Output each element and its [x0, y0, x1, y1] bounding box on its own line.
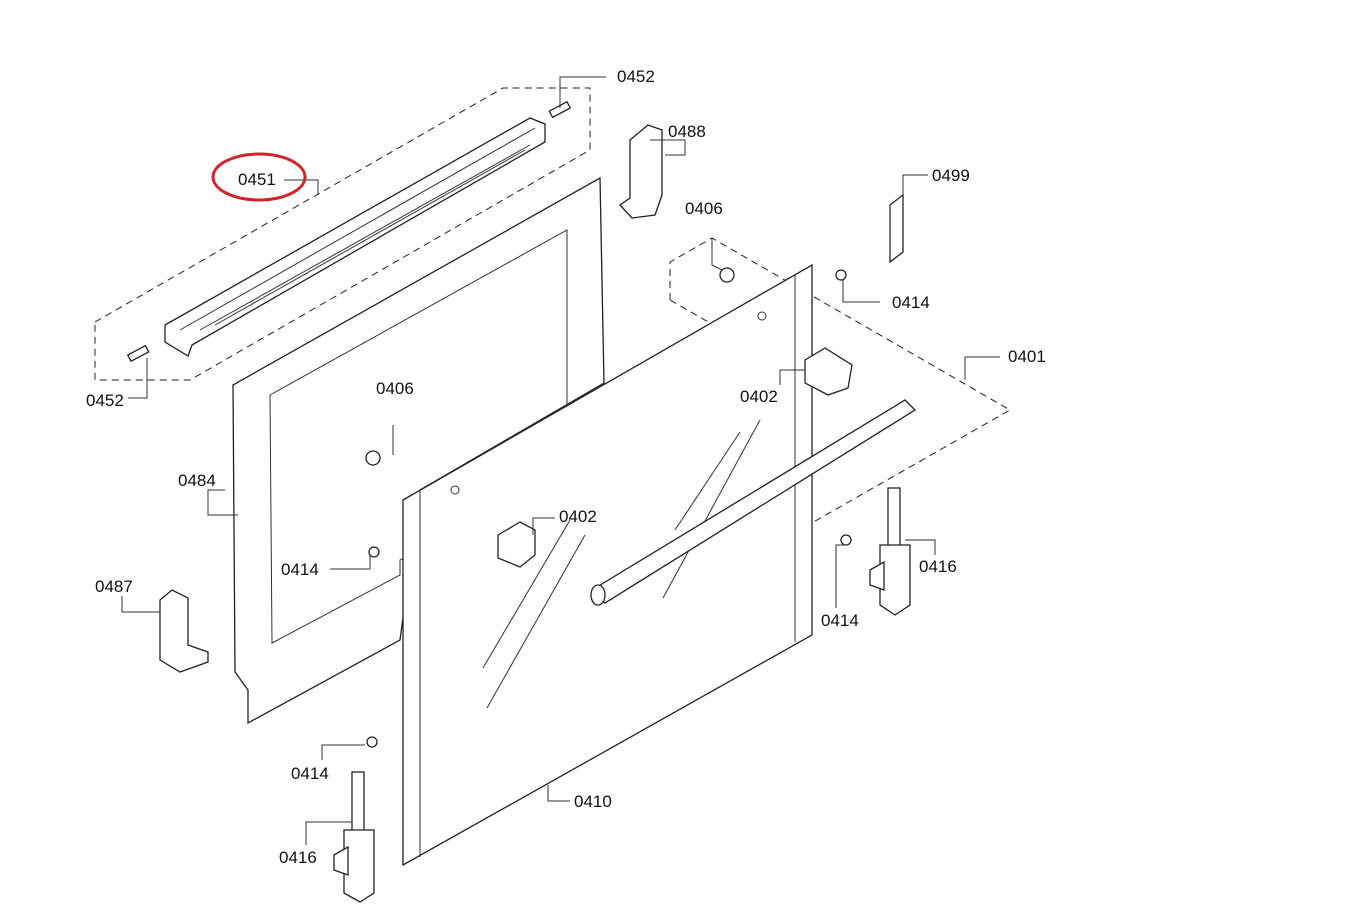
- label-0414-bottom[interactable]: 0414: [291, 764, 329, 783]
- part-0414-mid[interactable]: [368, 546, 380, 558]
- label-0414-mid[interactable]: 0414: [281, 560, 319, 579]
- label-0406-mid[interactable]: 0406: [376, 379, 414, 398]
- outer-glass-door-0410[interactable]: [402, 263, 813, 867]
- label-0416-left[interactable]: 0416: [279, 848, 317, 867]
- label-0488[interactable]: 0488: [668, 122, 706, 141]
- label-0414-right[interactable]: 0414: [821, 611, 859, 630]
- label-0452-left[interactable]: 0452: [86, 391, 124, 410]
- bumper-0406-top[interactable]: [719, 267, 735, 283]
- sticker-0499[interactable]: [889, 193, 904, 264]
- label-0416-right[interactable]: 0416: [919, 557, 957, 576]
- trim-group-outline: [94, 87, 591, 381]
- label-0402-right[interactable]: 0402: [740, 387, 778, 406]
- hinge-0416-right[interactable]: [869, 487, 911, 616]
- label-0499[interactable]: 0499: [932, 166, 970, 185]
- label-0414-top-right[interactable]: 0414: [892, 293, 930, 312]
- bracket-0488[interactable]: [619, 124, 663, 219]
- leader-lines: [121, 76, 1000, 845]
- part-0414-bottom[interactable]: [366, 736, 378, 748]
- label-0410[interactable]: 0410: [574, 792, 612, 811]
- label-0406-top[interactable]: 0406: [685, 199, 723, 218]
- hinge-0416-left[interactable]: [333, 771, 375, 903]
- label-0484[interactable]: 0484: [178, 471, 216, 490]
- bracket-0487[interactable]: [159, 589, 209, 673]
- bumper-0406-mid[interactable]: [365, 450, 381, 466]
- label-0487[interactable]: 0487: [95, 577, 133, 596]
- label-0402-mid[interactable]: 0402: [559, 507, 597, 526]
- label-0452-top[interactable]: 0452: [617, 67, 655, 86]
- pin-0452-top[interactable]: [548, 100, 572, 119]
- label-0451[interactable]: 0451: [238, 170, 276, 189]
- clip-0402-right[interactable]: [804, 347, 853, 396]
- highlight-circle-0451: [211, 152, 307, 202]
- clip-0402-mid[interactable]: [497, 521, 536, 568]
- label-0401[interactable]: 0401: [1008, 347, 1046, 366]
- pin-0452-left[interactable]: [126, 344, 150, 363]
- door-handle[interactable]: [590, 399, 917, 606]
- part-0414-top[interactable]: [835, 269, 847, 281]
- door-trim-0451[interactable]: [164, 117, 546, 357]
- part-0414-right[interactable]: [840, 534, 852, 546]
- inner-door-panel-0484[interactable]: [232, 176, 605, 725]
